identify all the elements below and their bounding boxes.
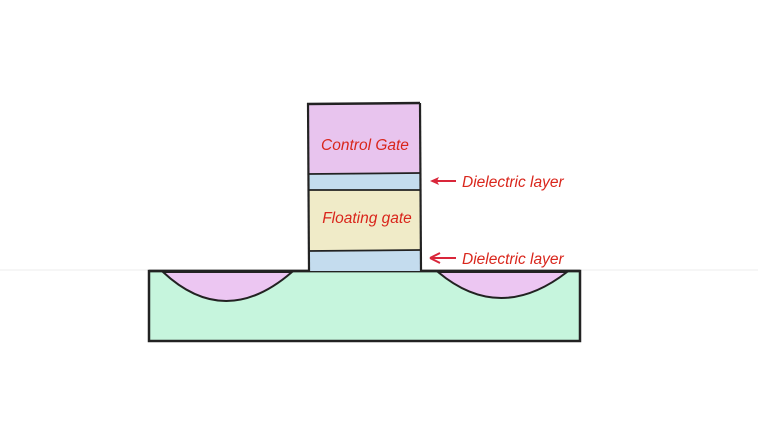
lower-dielectric-label: Dielectric layer	[462, 251, 564, 268]
upper-dielectric-layer	[308, 174, 420, 190]
floating-gate-label: Floating gate	[322, 210, 412, 227]
stack-top-edge	[306, 101, 421, 106]
lower-dielectric-callout: Dielectric layer	[429, 251, 564, 268]
control-gate-label: Control Gate	[321, 137, 409, 154]
gate-stack	[306, 101, 423, 272]
upper-dielectric-label: Dielectric layer	[462, 174, 564, 191]
source-well	[160, 271, 295, 302]
stack-right-edge	[418, 102, 423, 272]
divider-cg-dielectric	[307, 172, 421, 175]
drain-well	[435, 271, 570, 299]
arrow-left-icon	[430, 177, 439, 185]
control-gate-layer	[308, 104, 420, 174]
lower-dielectric-layer	[308, 251, 420, 271]
arrow-left-icon	[429, 252, 441, 264]
stack-left-edge	[306, 102, 311, 272]
divider-fg-dielectric	[307, 249, 421, 252]
upper-dielectric-callout: Dielectric layer	[430, 174, 564, 191]
floating-gate-layer	[308, 190, 420, 251]
